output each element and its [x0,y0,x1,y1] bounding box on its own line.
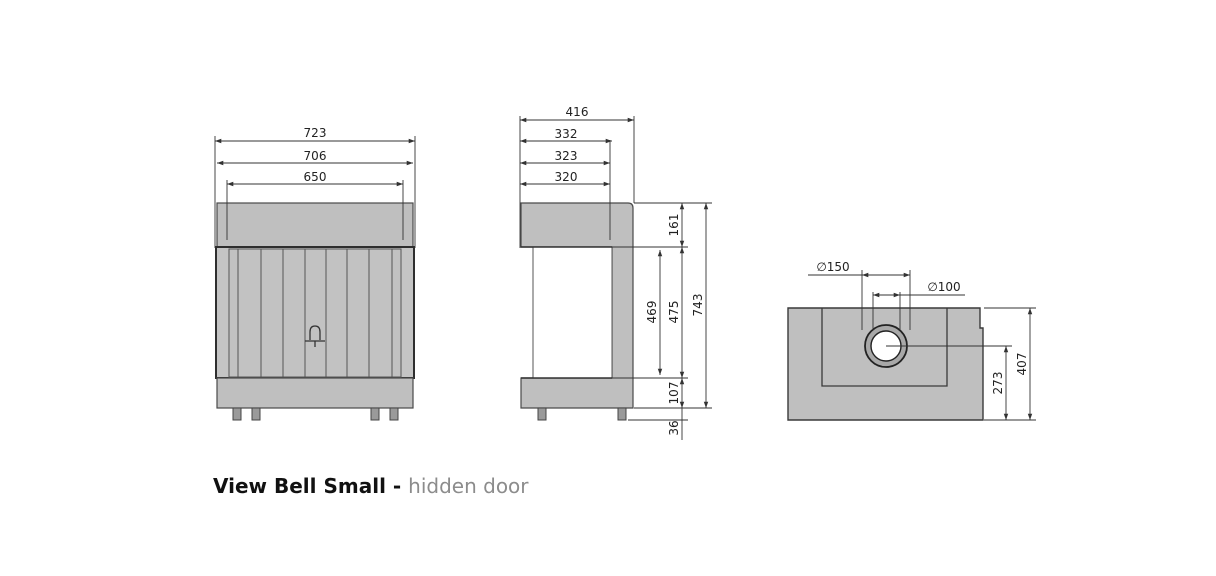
front-view: 723 706 650 [214,126,416,421]
dim-flue-inner-diameter: ∅100 [927,280,960,294]
front-top-section [216,202,414,249]
caption-variant: hidden door [408,474,529,498]
dim-depth-total: 416 [566,105,589,119]
dim-outer-frame-width: 706 [304,149,327,163]
dim-depth-b: 323 [555,149,578,163]
bell-handle-icon [305,325,325,347]
side-feet [537,407,627,421]
front-feet [232,407,399,421]
side-dimensions: 416 332 323 320 161 469 475 743 107 36 [519,105,712,440]
front-glass-panels [237,249,393,377]
front-glass-inner [228,248,402,378]
caption-model: View Bell Small - [213,474,409,498]
front-dimensions: 723 706 650 [214,126,416,248]
dim-glass-width: 650 [304,170,327,184]
dim-base-height: 107 [667,382,681,405]
front-base [216,377,414,409]
drawing-caption: View Bell Small - hidden door [213,474,529,498]
dim-flue-outer-diameter: ∅150 [816,260,849,274]
dim-overall-width: 723 [304,126,327,140]
side-opening [532,246,613,379]
dim-flue-center-offset: 273 [991,372,1005,395]
side-view: 416 332 323 320 161 469 475 743 107 36 [519,105,712,440]
dim-depth-a: 332 [555,127,578,141]
dim-top-height: 161 [667,214,681,237]
dim-total-height: 743 [691,294,705,317]
dim-opening-height: 469 [645,301,659,324]
top-inner-recess [821,308,948,387]
dim-opening-height-outer: 475 [667,301,681,324]
top-dimensions: ∅150 ∅100 273 407 [808,260,1036,421]
dim-overall-depth: 407 [1015,353,1029,376]
top-view: ∅150 ∅100 273 407 [787,260,1036,421]
dim-feet-height: 36 [667,420,681,435]
dim-depth-c: 320 [555,170,578,184]
